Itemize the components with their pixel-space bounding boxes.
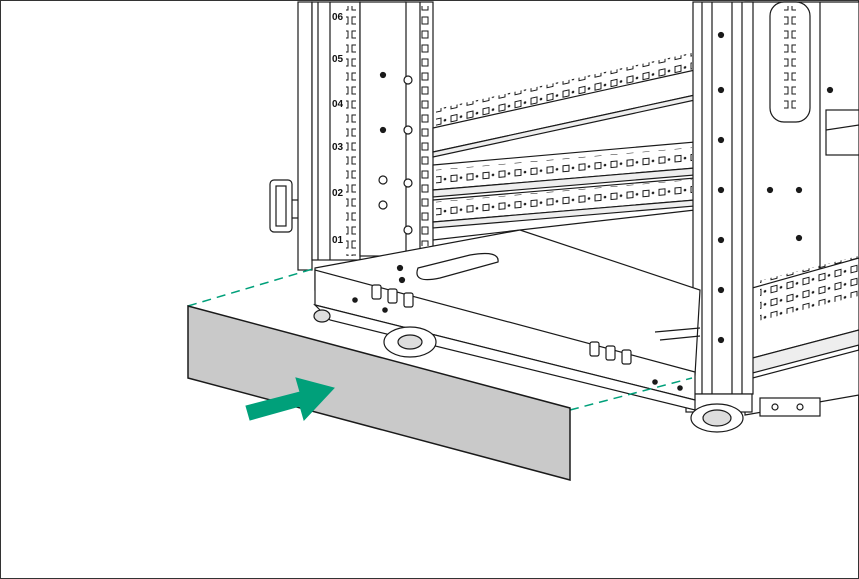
u-label-03: 03 <box>332 142 344 153</box>
arrow-right-icon <box>245 377 335 421</box>
u-label-02: 02 <box>332 188 344 199</box>
u-label-01: 01 <box>332 235 344 246</box>
alignment-guides <box>187 267 693 411</box>
u-position-labels: 06 05 04 03 02 01 <box>332 12 344 246</box>
u-label-05: 05 <box>332 54 344 65</box>
stabilizer-panel-icon <box>187 305 571 481</box>
rack-front-left-post <box>269 1 413 271</box>
u-label-04: 04 <box>332 99 344 110</box>
rack-right-side <box>744 1 859 417</box>
rack-rear-frame <box>404 1 696 253</box>
u-label-06: 06 <box>332 12 344 23</box>
rack-front-right-post <box>685 1 754 433</box>
stabilizer-base <box>313 229 701 411</box>
